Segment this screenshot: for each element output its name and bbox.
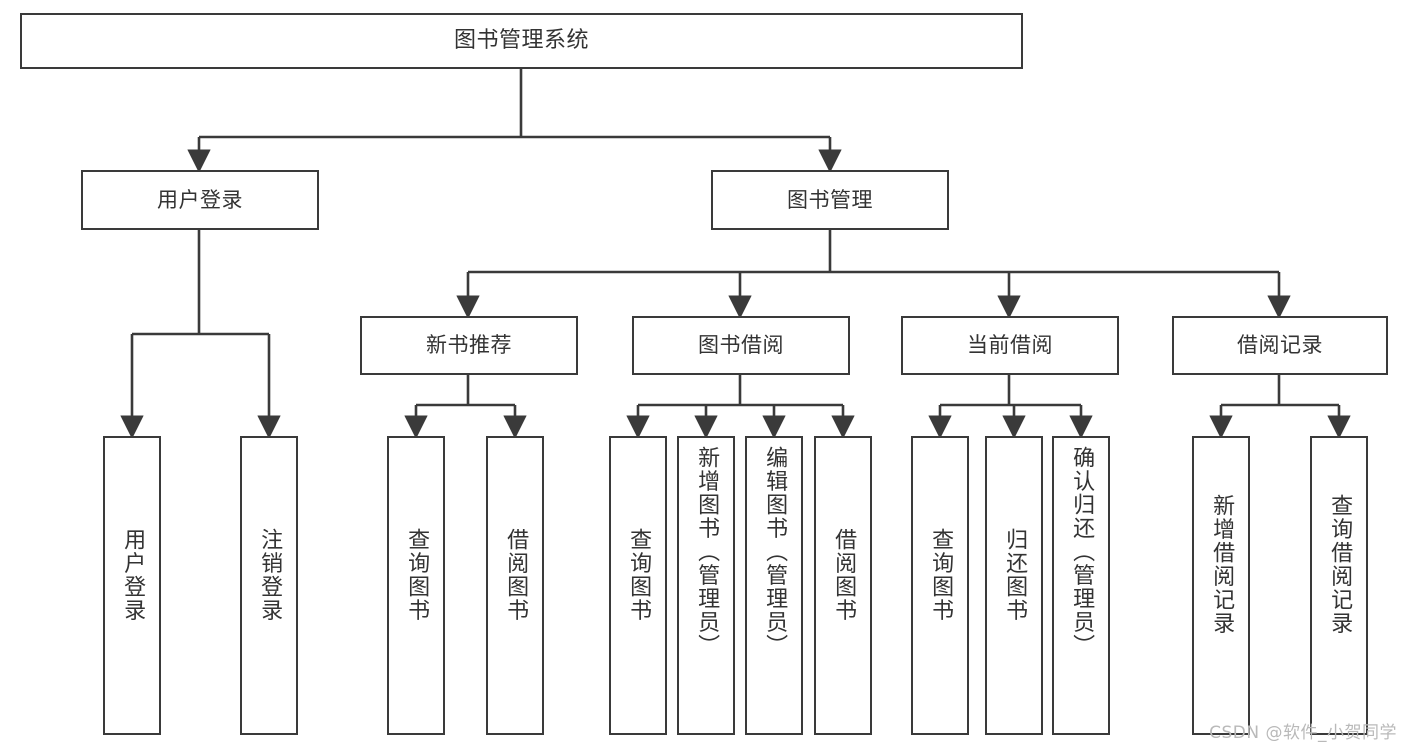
node-leaf-add-record[interactable]: 新增借阅记录	[1192, 436, 1250, 735]
node-leaf-query-record[interactable]: 查询借阅记录	[1310, 436, 1368, 735]
node-book-manage-label: 图书管理	[787, 187, 873, 212]
node-leaf-edit-book[interactable]: 编辑图书（管理员）	[745, 436, 803, 735]
node-book-borrow[interactable]: 图书借阅	[632, 316, 850, 375]
node-leaf-borrow-book-1[interactable]: 借阅图书	[486, 436, 544, 735]
node-leaf-logout[interactable]: 注销登录	[240, 436, 298, 735]
node-leaf-confirm-return[interactable]: 确认归还（管理员）	[1052, 436, 1110, 735]
node-leaf-borrow-book-2-label: 借阅图书	[831, 528, 857, 622]
node-new-book-recommend[interactable]: 新书推荐	[360, 316, 578, 375]
node-book-borrow-label: 图书借阅	[698, 333, 784, 358]
node-leaf-add-record-label: 新增借阅记录	[1209, 494, 1235, 635]
node-leaf-query-book-1-label: 查询图书	[404, 528, 430, 622]
node-leaf-query-book-3[interactable]: 查询图书	[911, 436, 969, 735]
node-leaf-edit-book-label: 编辑图书（管理员）	[762, 446, 788, 658]
node-leaf-user-login-label: 用户登录	[120, 528, 146, 622]
node-user-login[interactable]: 用户登录	[81, 170, 319, 230]
node-root-label: 图书管理系统	[453, 28, 589, 54]
node-user-login-label: 用户登录	[157, 187, 243, 212]
node-leaf-logout-label: 注销登录	[257, 528, 283, 622]
node-leaf-borrow-book-2[interactable]: 借阅图书	[814, 436, 872, 735]
node-leaf-return-book[interactable]: 归还图书	[985, 436, 1043, 735]
node-new-book-recommend-label: 新书推荐	[426, 333, 512, 358]
node-leaf-add-book-label: 新增图书（管理员）	[694, 446, 720, 658]
node-book-manage[interactable]: 图书管理	[711, 170, 949, 230]
node-leaf-confirm-return-label: 确认归还（管理员）	[1069, 446, 1095, 658]
watermark-text: CSDN @软件_小贺同学	[1209, 723, 1397, 743]
node-leaf-query-book-1[interactable]: 查询图书	[387, 436, 445, 735]
node-leaf-query-book-2[interactable]: 查询图书	[609, 436, 667, 735]
node-leaf-query-book-2-label: 查询图书	[626, 528, 652, 622]
node-leaf-add-book[interactable]: 新增图书（管理员）	[677, 436, 735, 735]
node-borrow-record[interactable]: 借阅记录	[1172, 316, 1388, 375]
node-root[interactable]: 图书管理系统	[20, 13, 1023, 69]
node-current-borrow[interactable]: 当前借阅	[901, 316, 1119, 375]
node-leaf-return-book-label: 归还图书	[1002, 528, 1028, 622]
node-leaf-query-record-label: 查询借阅记录	[1327, 494, 1353, 635]
node-borrow-record-label: 借阅记录	[1237, 333, 1323, 358]
node-leaf-user-login[interactable]: 用户登录	[103, 436, 161, 735]
node-current-borrow-label: 当前借阅	[967, 333, 1053, 358]
node-leaf-query-book-3-label: 查询图书	[928, 528, 954, 622]
node-leaf-borrow-book-1-label: 借阅图书	[503, 528, 529, 622]
